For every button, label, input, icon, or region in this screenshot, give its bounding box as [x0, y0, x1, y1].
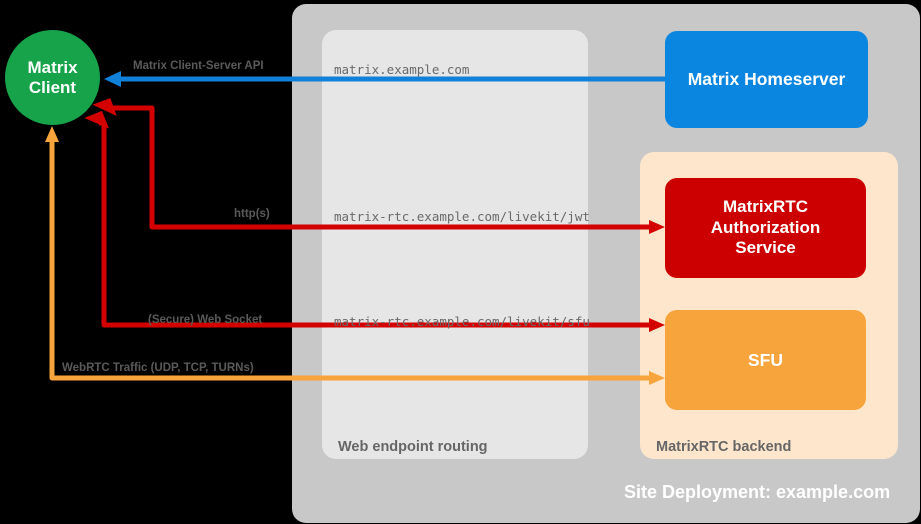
panel-caption-web-endpoint-routing: Web endpoint routing: [338, 439, 488, 455]
edge-https-jwt-arrowhead-client: [92, 98, 117, 116]
node-sfu-label: SFU: [748, 349, 783, 370]
node-matrix-homeserver[interactable]: Matrix Homeserver: [665, 31, 868, 128]
node-matrix-client[interactable]: Matrix Client: [5, 30, 100, 125]
node-matrix-homeserver-label: Matrix Homeserver: [687, 69, 846, 89]
node-sfu[interactable]: SFU: [665, 310, 866, 410]
edge-label-client-server-api: Matrix Client-Server API: [133, 60, 264, 72]
node-auth-label-line1: MatrixRTC: [722, 196, 808, 216]
panel-caption-site-deployment: Site Deployment: example.com: [624, 482, 891, 502]
endpoint-url-matrix: matrix.example.com: [334, 62, 470, 77]
edge-label-https: http(s): [234, 208, 270, 220]
edge-client-server-api-arrowhead: [104, 71, 121, 87]
node-matrixrtc-authorization-service[interactable]: MatrixRTC Authorization Service: [665, 178, 866, 278]
panel-web-endpoint-routing: [322, 30, 588, 459]
edge-label-secure-web-socket: (Secure) Web Socket: [148, 314, 263, 326]
edge-secure-web-socket-arrowhead-client: [84, 110, 110, 129]
endpoint-url-livekit-sfu: matrix-rtc.example.com/livekit/sfu: [334, 314, 590, 329]
edge-label-webrtc-traffic: WebRTC Traffic (UDP, TCP, TURNs): [62, 362, 254, 374]
node-matrix-client-label-line1: Matrix: [27, 58, 78, 78]
node-auth-label-line3: Service: [735, 238, 796, 258]
node-auth-label-line2: Authorization: [710, 217, 821, 237]
panel-caption-matrixrtc-backend: MatrixRTC backend: [656, 439, 792, 455]
node-matrix-client-label-line2: Client: [28, 77, 77, 97]
edge-webrtc-arrowhead-client: [45, 126, 59, 142]
endpoint-url-livekit-jwt: matrix-rtc.example.com/livekit/jwt: [334, 209, 590, 224]
